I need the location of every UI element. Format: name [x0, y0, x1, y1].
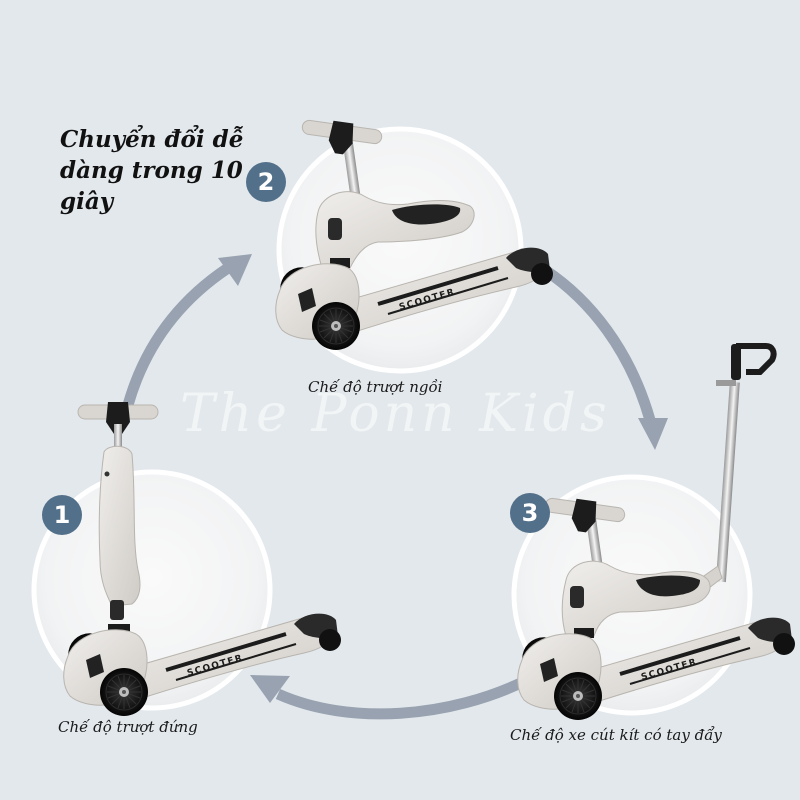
- step-badge-1: 1: [42, 495, 82, 535]
- step-badge-2: 2: [246, 162, 286, 202]
- headline-line-2: dàng trong 10: [60, 157, 243, 184]
- headline: Chuyển đổi dễ dàng trong 10 giây: [60, 124, 260, 217]
- watermark-text: The Ponn Kids: [180, 384, 611, 444]
- scooter-seated-image: [276, 116, 553, 350]
- caption-push-handle-mode: Chế độ xe cút kít có tay đẩy: [510, 726, 722, 744]
- arrow-3-to-1-icon: [250, 675, 530, 720]
- scooter-push-handle-image: [518, 343, 795, 720]
- headline-line-1: Chuyển đổi dễ: [60, 126, 244, 153]
- step-badge-3: 3: [510, 493, 550, 533]
- caption-seated-mode: Chế độ trượt ngồi: [308, 378, 443, 396]
- scooter-standing-image: [64, 401, 341, 716]
- arrow-2-to-3-icon: [541, 265, 668, 450]
- caption-standing-mode: Chế độ trượt đứng: [58, 718, 198, 736]
- headline-line-3: giây: [60, 188, 114, 215]
- arrow-1-to-2-icon: [122, 254, 252, 407]
